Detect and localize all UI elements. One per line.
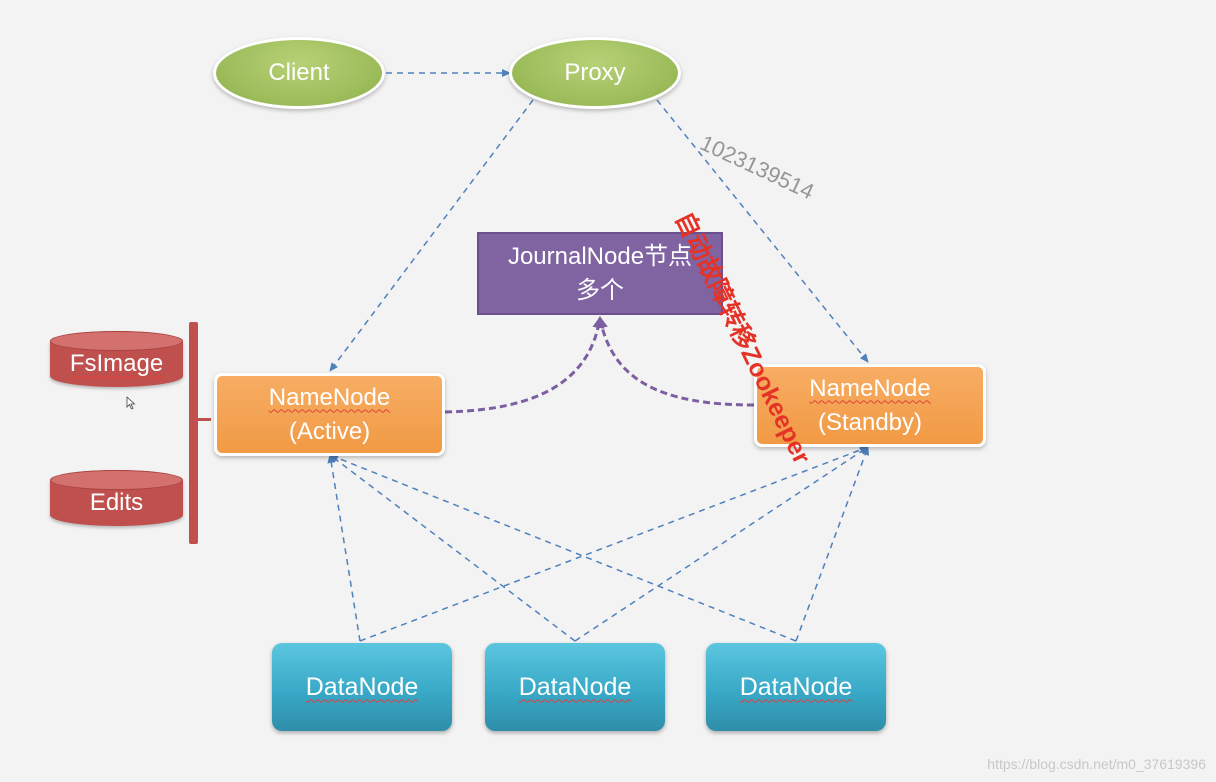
watermark-url: https://blog.csdn.net/m0_37619396: [987, 756, 1206, 772]
cursor-icon: [126, 396, 136, 410]
storage-bracket: [189, 322, 198, 544]
datanode-label: DataNode: [305, 672, 419, 701]
edge-dn1-standby: [359, 446, 869, 642]
fsimage-label: FsImage: [69, 350, 164, 377]
edge-dn2-active: [329, 454, 576, 642]
proxy-node: Proxy: [509, 37, 681, 109]
journalnode-label-line1: JournalNode节点: [507, 242, 693, 270]
storage-bracket-tick: [197, 418, 211, 421]
namenode-active: NameNode (Active): [214, 373, 445, 456]
edge-dn3-active: [329, 454, 797, 642]
edits-label: Edits: [89, 489, 144, 516]
edge-dn1-active: [327, 454, 361, 642]
journalnode-box: JournalNode节点 多个: [477, 232, 723, 315]
client-node: Client: [213, 37, 385, 109]
namenode-standby-label: NameNode: [809, 374, 931, 402]
edge-dn2-standby: [574, 446, 869, 642]
journalnode-label-line2: 多个: [576, 276, 624, 304]
edge-proxy-active: [329, 99, 534, 372]
datanode-label: DataNode: [739, 672, 853, 701]
namenode-active-label: NameNode: [268, 383, 391, 411]
datanode-1: DataNode: [272, 643, 452, 731]
fsimage-storage: FsImage: [50, 331, 183, 387]
edits-storage: Edits: [50, 470, 183, 526]
datanode-2: DataNode: [485, 643, 665, 731]
proxy-label: Proxy: [564, 59, 626, 86]
datanode-label: DataNode: [518, 672, 632, 701]
edge-standby-journal: [596, 316, 755, 407]
namenode-standby-state: (Standby): [817, 408, 923, 436]
edge-dn3-standby: [795, 446, 869, 642]
namenode-standby: NameNode (Standby): [754, 364, 986, 447]
datanode-3: DataNode: [706, 643, 886, 731]
edge-proxy-standby: [656, 99, 869, 363]
namenode-active-state: (Active): [288, 417, 371, 445]
client-label: Client: [268, 59, 330, 86]
edge-active-journal: [444, 316, 605, 414]
